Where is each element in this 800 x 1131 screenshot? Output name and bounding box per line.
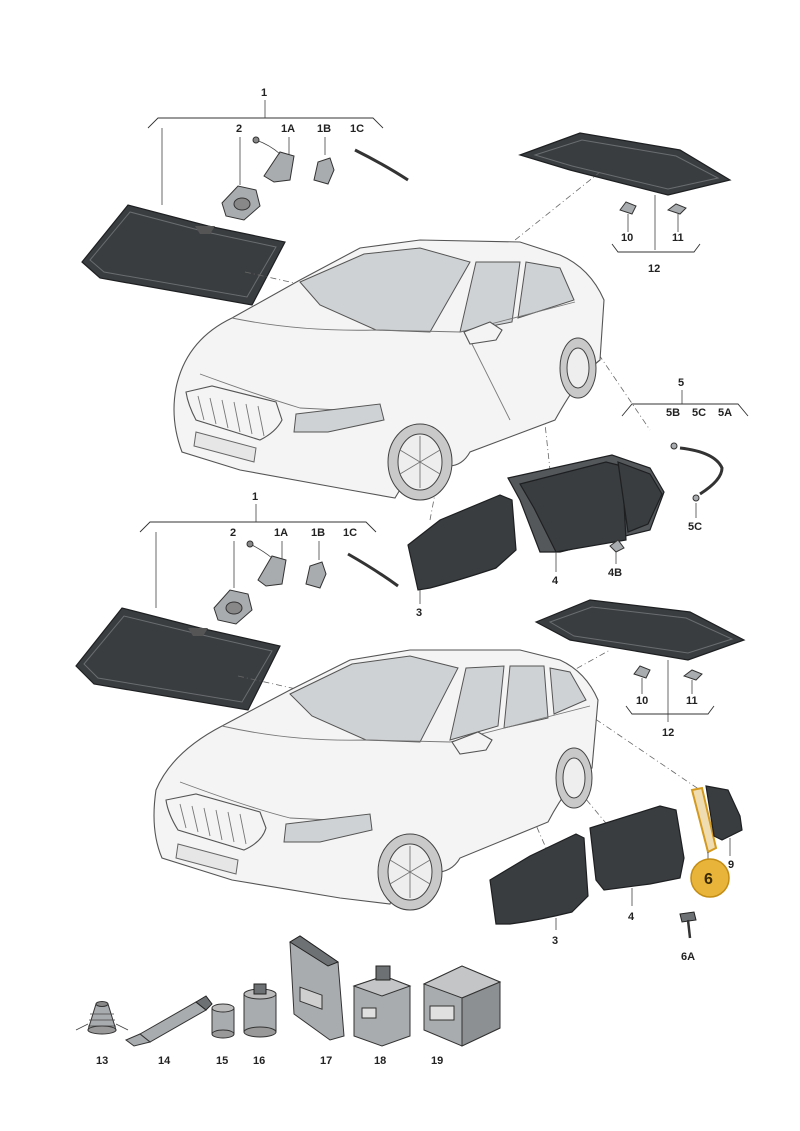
- part-13-spool[interactable]: [75, 1001, 129, 1035]
- top-part-1b[interactable]: [313, 157, 335, 185]
- front-door-glass-top[interactable]: [407, 494, 517, 591]
- highlighted-side-seal-6[interactable]: [690, 786, 718, 854]
- label-bottom-roof-12[interactable]: 12: [662, 727, 674, 739]
- bottom-part-1b[interactable]: [305, 561, 327, 589]
- label-p13[interactable]: 13: [96, 1055, 108, 1067]
- label-rear-door-glass-top[interactable]: 4: [552, 575, 559, 587]
- label-screw-6a[interactable]: 6A: [681, 951, 695, 963]
- label-top-1a[interactable]: 1A: [281, 123, 295, 135]
- bottom-part-1c[interactable]: [347, 552, 399, 588]
- top-part-1c[interactable]: [354, 148, 409, 182]
- screw-6a[interactable]: [679, 911, 697, 923]
- label-bottom-roof-10[interactable]: 10: [636, 695, 648, 707]
- quarter-glass-top[interactable]: [617, 461, 663, 533]
- front-door-glass-bottom[interactable]: [489, 833, 589, 925]
- label-p18[interactable]: 18: [374, 1055, 386, 1067]
- highlight-badge[interactable]: [690, 858, 730, 898]
- label-door-5c-top[interactable]: 5C: [692, 407, 706, 419]
- bottom-section: 1 2 1A 1B 1C 10 11 12: [75, 491, 746, 963]
- label-door-group[interactable]: 5: [678, 377, 684, 389]
- part-14-adhesive-tube[interactable]: [125, 995, 213, 1047]
- label-p16[interactable]: 16: [253, 1055, 265, 1067]
- label-door-5a[interactable]: 5A: [718, 407, 732, 419]
- sedan-car: [173, 239, 605, 501]
- top-roof-clip-11[interactable]: [666, 203, 687, 215]
- label-p19[interactable]: 19: [431, 1055, 443, 1067]
- label-p14[interactable]: 14: [158, 1055, 171, 1067]
- label-bottom-roof-11[interactable]: 11: [686, 695, 698, 707]
- estate-car: [153, 649, 599, 911]
- label-bottom-sensor[interactable]: 2: [230, 527, 236, 539]
- label-door-5c[interactable]: 5C: [688, 521, 702, 533]
- label-front-door-glass-top[interactable]: 3: [416, 607, 422, 619]
- label-p17[interactable]: 17: [320, 1055, 332, 1067]
- bottom-part-1a[interactable]: [257, 555, 287, 587]
- label-top-roof-12[interactable]: 12: [648, 263, 660, 275]
- accessories-row: 13 14 15 16 17: [75, 935, 502, 1067]
- label-top-sensor[interactable]: 2: [236, 123, 242, 135]
- bottom-roof-clip-10[interactable]: [633, 665, 651, 679]
- rear-door-glass-bottom[interactable]: [589, 805, 685, 891]
- label-top-1b[interactable]: 1B: [317, 123, 331, 135]
- part-17-pouch[interactable]: [289, 935, 345, 1041]
- label-highlighted-part[interactable]: 6: [704, 871, 713, 888]
- door-part-5a[interactable]: [679, 446, 724, 496]
- bottom-group-bracket: [139, 521, 377, 533]
- label-door-5b[interactable]: 5B: [666, 407, 680, 419]
- part-15-cartridge[interactable]: [211, 1003, 235, 1039]
- label-top-1c[interactable]: 1C: [350, 123, 364, 135]
- top-part-1a[interactable]: [263, 151, 295, 183]
- door-part-4b[interactable]: [609, 539, 625, 553]
- top-section: 1 2 1A 1B 1C 10 11 12: [81, 87, 749, 619]
- part-19-box[interactable]: [422, 965, 502, 1047]
- label-top-roof-11[interactable]: 11: [672, 232, 684, 244]
- label-quarter-glass[interactable]: 9: [728, 859, 734, 871]
- label-top-group[interactable]: 1: [261, 87, 267, 99]
- top-roof-glass[interactable]: [518, 132, 732, 196]
- top-group-bracket: [147, 117, 384, 129]
- bottom-windshield[interactable]: [75, 607, 281, 711]
- label-front-door-glass-bottom[interactable]: 3: [552, 935, 558, 947]
- bottom-roof-clip-11[interactable]: [682, 669, 703, 681]
- label-bottom-1c[interactable]: 1C: [343, 527, 357, 539]
- bottom-roof-glass[interactable]: [534, 599, 746, 661]
- quarter-glass-bottom[interactable]: [705, 785, 743, 841]
- label-bottom-1b[interactable]: 1B: [311, 527, 325, 539]
- label-door-4b[interactable]: 4B: [608, 567, 622, 579]
- label-bottom-group[interactable]: 1: [252, 491, 258, 503]
- label-top-roof-10[interactable]: 10: [621, 232, 633, 244]
- part-18-bottle[interactable]: [352, 965, 412, 1047]
- top-windshield[interactable]: [81, 204, 286, 306]
- top-roof-clip-10[interactable]: [619, 201, 637, 215]
- label-bottom-1a[interactable]: 1A: [274, 527, 288, 539]
- part-16-primer-jar[interactable]: [243, 983, 277, 1038]
- label-p15[interactable]: 15: [216, 1055, 228, 1067]
- label-rear-door-glass-bottom[interactable]: 4: [628, 911, 635, 923]
